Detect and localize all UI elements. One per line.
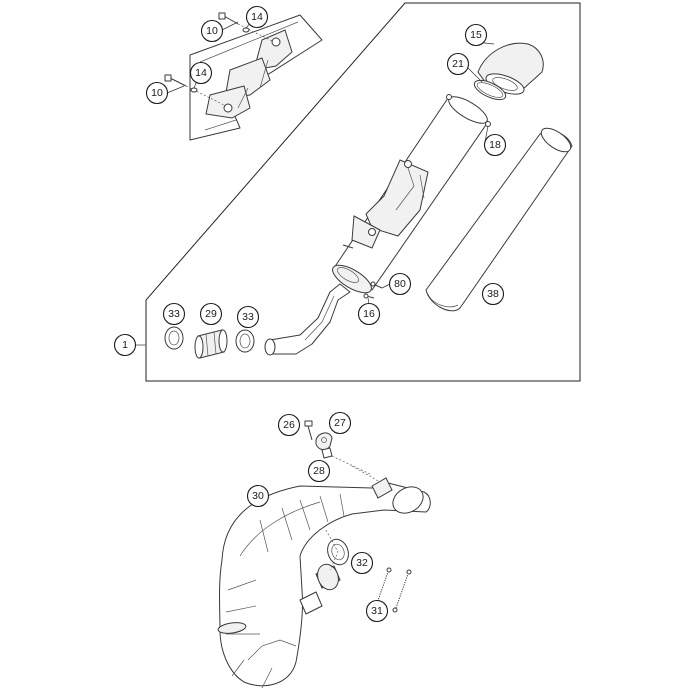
svg-text:14: 14 xyxy=(195,67,207,79)
svg-text:18: 18 xyxy=(489,139,501,151)
gasket-33-right xyxy=(235,329,255,353)
svg-text:27: 27 xyxy=(334,417,346,429)
callout-14-lower: 14 xyxy=(189,61,213,85)
svg-text:16: 16 xyxy=(363,308,375,320)
callout-80: 80 xyxy=(388,272,412,296)
callout-10-upper: 10 xyxy=(200,19,224,43)
callout-21: 21 xyxy=(446,52,470,76)
chamber-flange xyxy=(299,563,341,615)
callout-33-right: 33 xyxy=(236,305,260,329)
callout-27: 27 xyxy=(328,411,352,435)
callout-26: 26 xyxy=(277,413,301,437)
svg-text:10: 10 xyxy=(206,25,218,37)
callout-10-lower: 10 xyxy=(145,81,169,105)
o-ring xyxy=(473,79,507,101)
spring-31-right xyxy=(392,569,412,613)
callout-15: 15 xyxy=(464,23,488,47)
expansion-chamber xyxy=(217,465,431,689)
silencer-body xyxy=(332,94,491,294)
svg-text:21: 21 xyxy=(452,58,464,70)
callout-18: 18 xyxy=(483,133,507,157)
svg-text:80: 80 xyxy=(394,278,406,290)
seal-32 xyxy=(325,529,349,571)
svg-text:33: 33 xyxy=(242,311,254,323)
callout-1: 1 xyxy=(113,333,137,357)
callout-32: 32 xyxy=(350,551,374,575)
svg-text:31: 31 xyxy=(371,605,383,617)
bolt-26 xyxy=(304,420,313,441)
frame-section-with-bracket xyxy=(189,14,323,141)
svg-text:26: 26 xyxy=(283,419,295,431)
assembly-frame xyxy=(145,2,581,382)
washer-14-lower xyxy=(190,87,198,93)
svg-text:1: 1 xyxy=(122,339,128,351)
svg-text:32: 32 xyxy=(356,557,368,569)
callout-29: 29 xyxy=(199,302,223,326)
svg-text:38: 38 xyxy=(487,288,499,300)
callout-31: 31 xyxy=(365,599,389,623)
callout-38: 38 xyxy=(481,282,505,306)
svg-text:33: 33 xyxy=(168,308,180,320)
clip-80 xyxy=(370,281,383,289)
bolt-10-upper xyxy=(218,12,275,43)
callout-16: 16 xyxy=(357,302,381,326)
gasket-33-left xyxy=(164,326,184,350)
callout-33-left: 33 xyxy=(162,302,186,326)
inlet-pipe xyxy=(264,283,351,356)
silencer-sleeve xyxy=(425,127,573,312)
svg-text:14: 14 xyxy=(251,11,263,23)
bracket-27 xyxy=(315,432,333,451)
svg-text:10: 10 xyxy=(151,87,163,99)
callout-30: 30 xyxy=(246,484,270,508)
callout-14-upper: 14 xyxy=(245,5,269,29)
svg-text:29: 29 xyxy=(205,308,217,320)
svg-text:30: 30 xyxy=(252,490,264,502)
callout-28: 28 xyxy=(307,459,331,483)
svg-text:15: 15 xyxy=(470,29,482,41)
bolt-10-lower xyxy=(164,74,227,107)
svg-text:28: 28 xyxy=(313,465,325,477)
screw-16 xyxy=(363,293,375,299)
connector-sleeve-29 xyxy=(194,329,228,359)
washer-14-upper xyxy=(242,27,250,33)
nut-28 xyxy=(321,447,371,475)
